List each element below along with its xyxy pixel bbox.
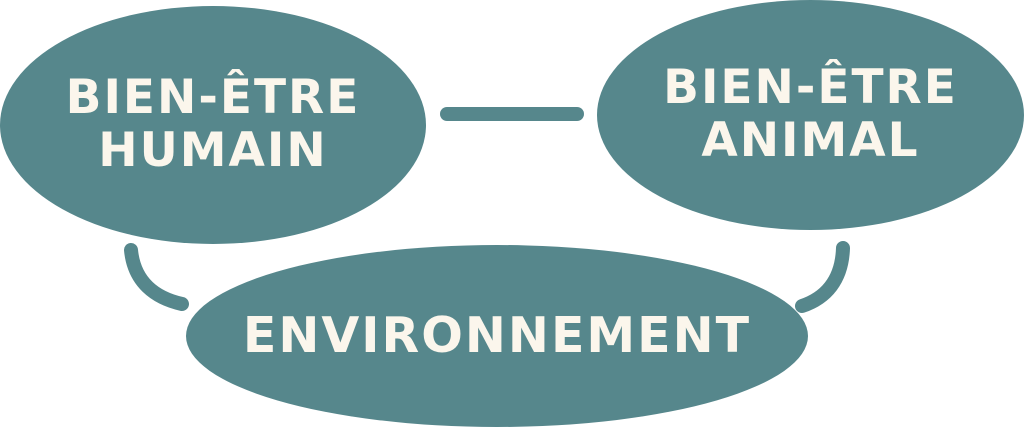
node-label-environment: ENVIRONNEMENT: [242, 306, 752, 364]
node-environnement: ENVIRONNEMENT: [186, 245, 808, 427]
connector-human-environment: [124, 243, 189, 311]
node-bien-etre-animal: BIEN-ÊTRE ANIMAL: [597, 0, 1024, 230]
connector-animal-environment: [795, 241, 850, 313]
node-label-animal: BIEN-ÊTRE ANIMAL: [663, 60, 958, 168]
node-bien-etre-humain: BIEN-ÊTRE HUMAIN: [0, 6, 426, 244]
node-label-human: BIEN-ÊTRE HUMAIN: [65, 70, 361, 178]
